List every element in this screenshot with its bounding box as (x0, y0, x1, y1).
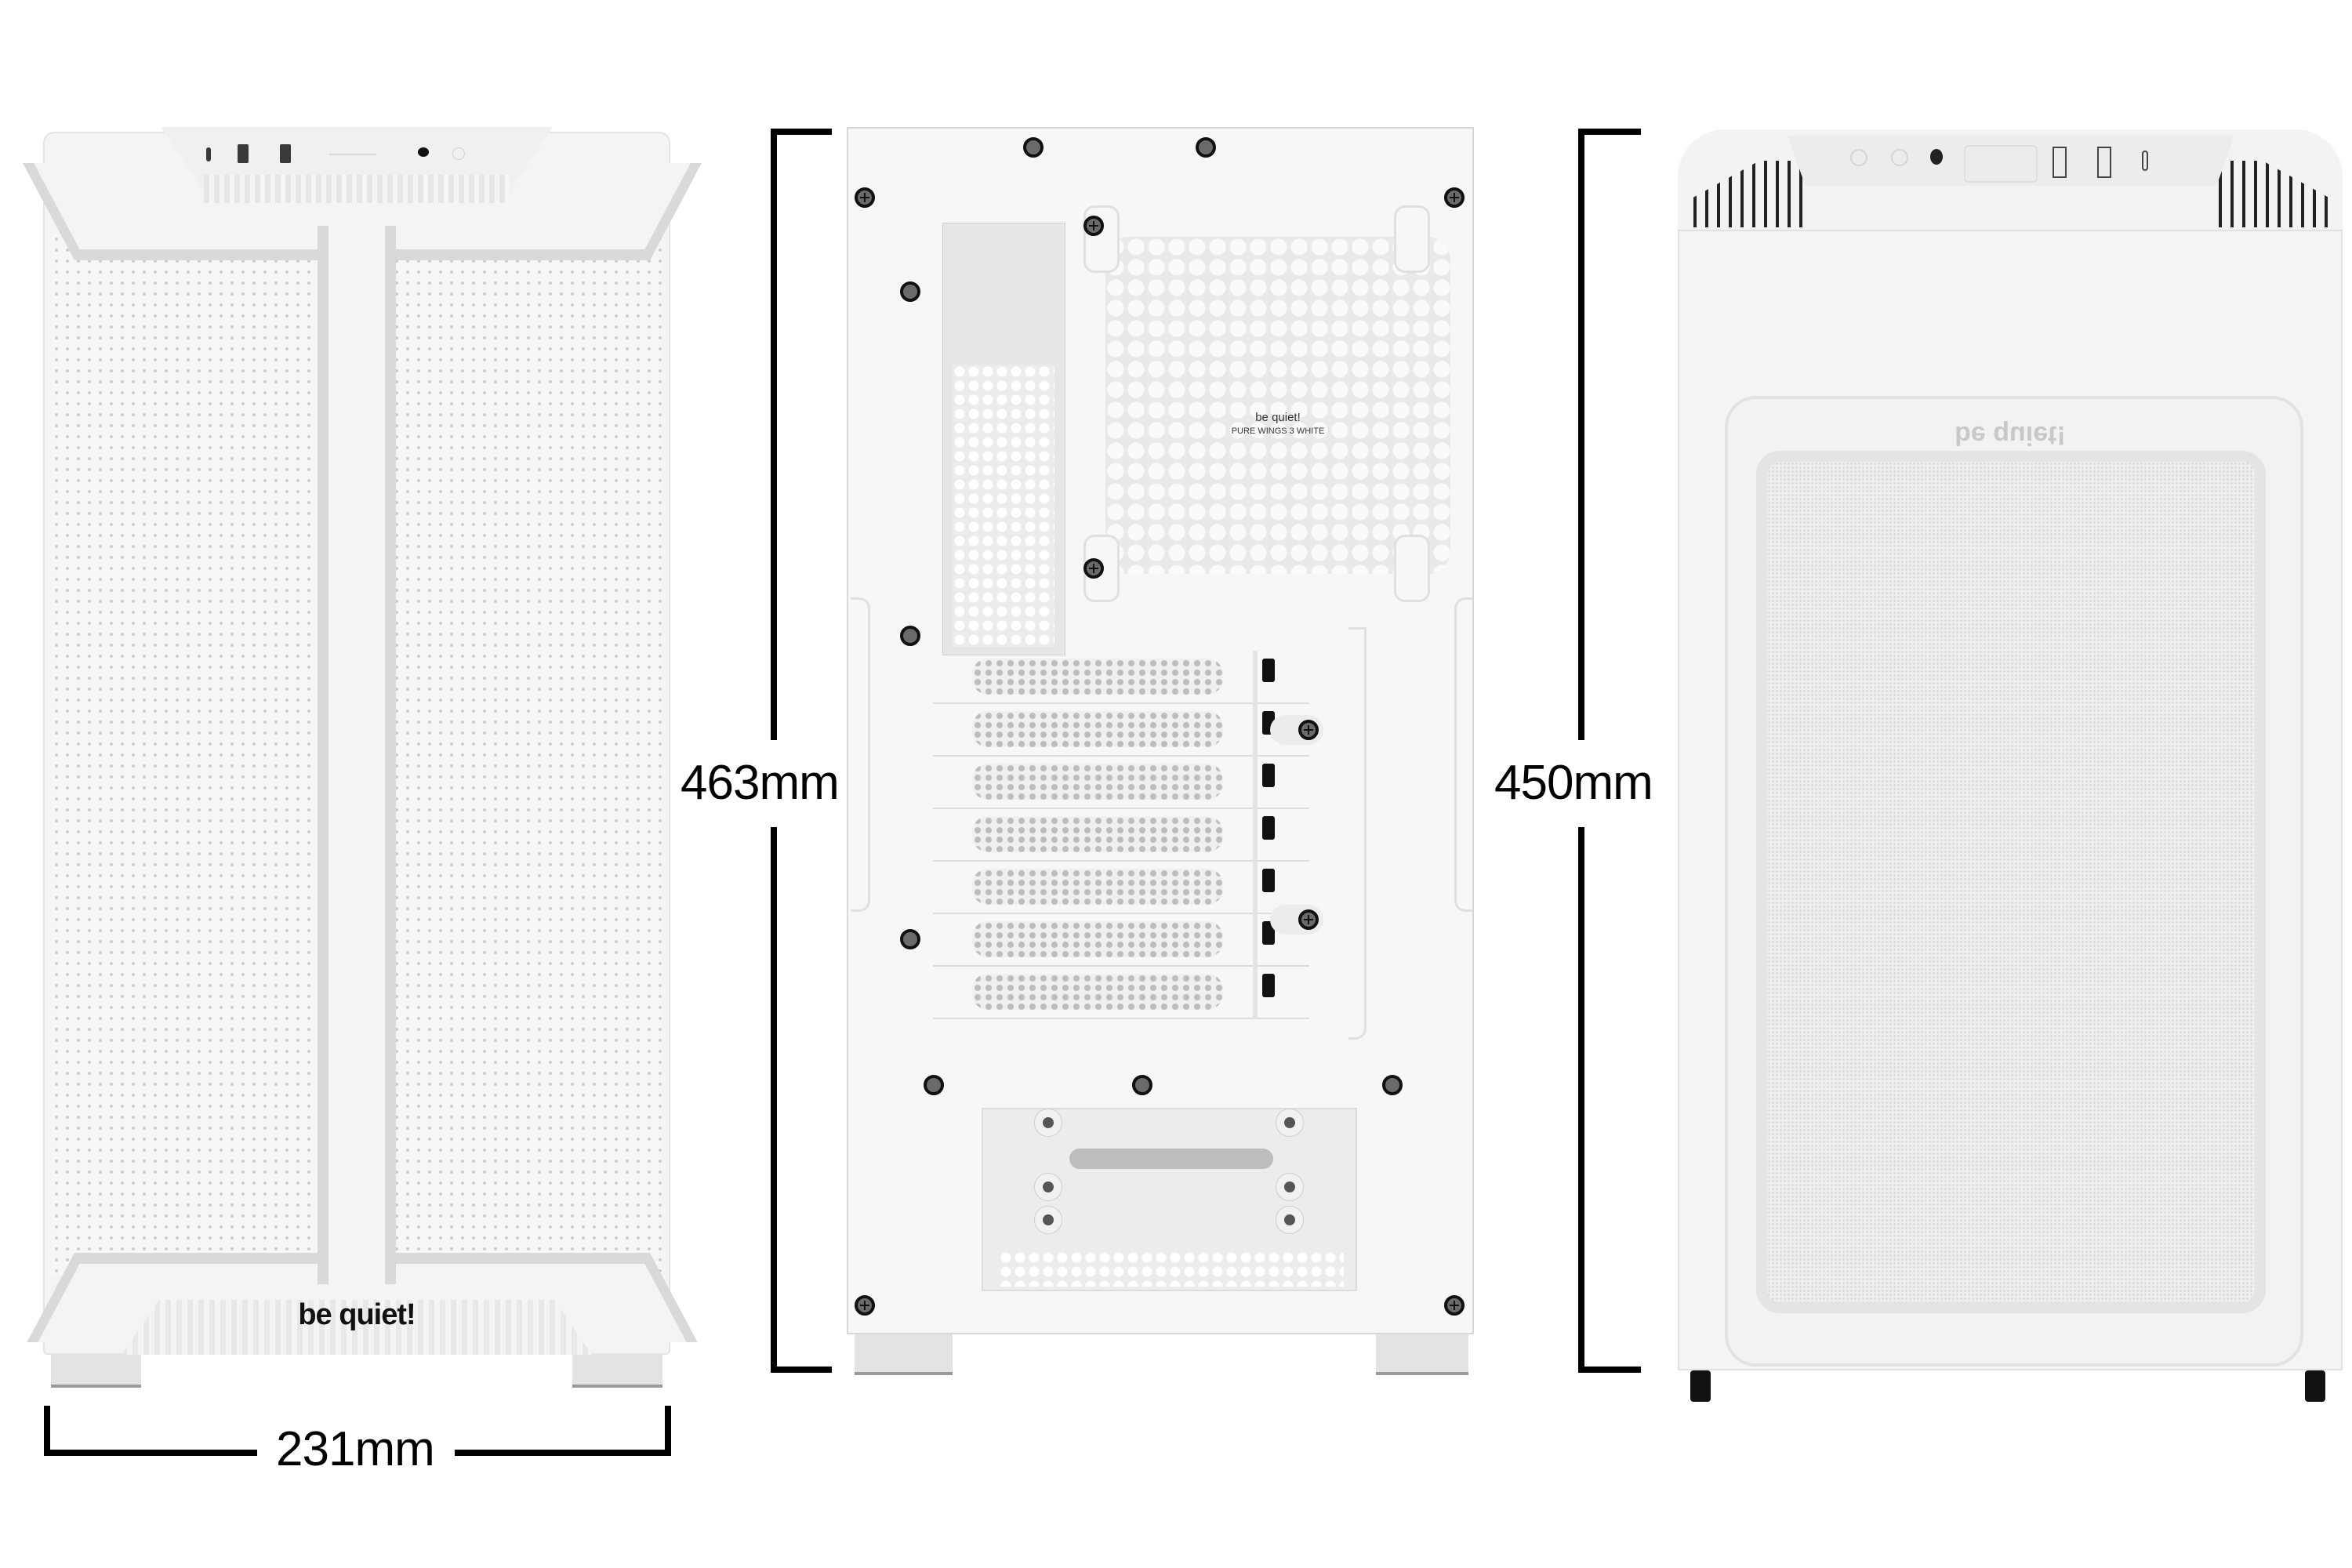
usb-a-port-icon (238, 144, 249, 163)
rear-view: be quiet! PURE WINGS 3 WHITE (847, 127, 1482, 1381)
front-top-vents (204, 175, 510, 203)
case-foot (572, 1355, 662, 1388)
screw-icon (924, 1075, 944, 1095)
case-foot (1690, 1370, 1711, 1402)
brand-logo: be quiet! (298, 1298, 416, 1331)
power-button-icon (1930, 149, 1943, 165)
fan-screw-icon (1083, 558, 1104, 579)
dimension-bracket-bottom (1578, 1367, 1641, 1373)
pcie-slot-cover (933, 651, 1309, 704)
front-mesh-right (380, 234, 662, 1276)
screw-icon (1023, 137, 1044, 158)
psu-screw-hole (1043, 1214, 1054, 1225)
usb-c-port-icon (206, 147, 211, 162)
case-foot (855, 1334, 953, 1375)
dimension-bracket-top (771, 129, 832, 135)
reset-button-icon (1964, 145, 2038, 183)
psu-vent-grill (999, 1250, 1344, 1287)
pcie-slot-cover (933, 861, 1309, 914)
pcie-slot-cover (933, 966, 1309, 1019)
psu-screw-hole (1284, 1181, 1295, 1192)
dimension-line-right (455, 1450, 671, 1456)
dimension-bracket-right (665, 1406, 671, 1456)
fan-brand-label: be quiet! (1255, 411, 1301, 424)
front-bottom-vents (122, 1300, 592, 1355)
side-rail (851, 597, 870, 912)
usb-a-port-icon (280, 144, 291, 163)
fan-mount-slot (1083, 205, 1120, 273)
side-rail (1454, 597, 1472, 912)
dimension-bracket-left (44, 1406, 50, 1456)
fan-screw-icon (1083, 216, 1104, 236)
pcie-slot-cover (933, 913, 1309, 967)
dimension-line-lower (771, 827, 777, 1373)
thumbscrew-icon (855, 1295, 875, 1316)
screw-icon (900, 626, 920, 646)
usb-a-port-icon (2053, 147, 2067, 178)
led-indicator-icon (1891, 149, 1908, 166)
fan-mount-slot (1394, 205, 1430, 273)
case-foot (2305, 1370, 2325, 1402)
thumbscrew-icon (1444, 1295, 1465, 1316)
led-indicator-icon (452, 147, 465, 160)
side-mesh-window (1756, 451, 2266, 1313)
pcie-slot-cover (933, 756, 1309, 809)
screw-icon (1382, 1075, 1403, 1095)
screw-icon (1132, 1075, 1152, 1095)
side-panel-logo: be quiet! (1955, 420, 2066, 450)
psu-screw-hole (1284, 1214, 1295, 1225)
fan-grill (1105, 237, 1450, 574)
width-label: 231mm (271, 1425, 439, 1474)
internal-bay (942, 223, 1065, 655)
dimension-line-left (44, 1450, 257, 1456)
screw-icon (900, 929, 920, 949)
front-center-spine (318, 226, 396, 1284)
thumbscrew-icon (1444, 187, 1465, 208)
case-foot (1376, 1334, 1468, 1375)
thumbscrew-icon (855, 187, 875, 208)
thumbscrew-icon (1298, 720, 1319, 740)
rear-fan: be quiet! PURE WINGS 3 WHITE (1090, 221, 1466, 590)
psu-screw-hole (1284, 1117, 1295, 1128)
usb-a-port-icon (2097, 147, 2111, 178)
psu-mount (982, 1108, 1357, 1291)
front-mesh-left (51, 234, 333, 1276)
cable-channel (1348, 627, 1367, 1040)
fan-mount-slot (1394, 535, 1430, 602)
screw-icon (900, 281, 920, 302)
usb-c-port-icon (2142, 151, 2148, 171)
dimension-line-lower (1578, 827, 1584, 1373)
psu-screw-hole (1043, 1181, 1054, 1192)
case-foot (51, 1355, 141, 1388)
dimension-bracket-top (1578, 129, 1641, 135)
front-view: be quiet! (23, 127, 702, 1388)
dimension-line-upper (1578, 129, 1584, 740)
led-indicator-icon (1850, 149, 1867, 166)
reset-slot-icon (329, 154, 376, 155)
psu-slot (1069, 1149, 1273, 1169)
dimension-line-upper (771, 129, 777, 740)
bay-vent-grill (953, 365, 1054, 647)
pcie-slot-cover (933, 808, 1309, 862)
pcie-slot-cover (933, 703, 1309, 757)
rear-height-label: 463mm (676, 759, 844, 808)
fan-model-label: PURE WINGS 3 WHITE (1231, 426, 1325, 436)
side-view: be quiet! (1678, 129, 2344, 1415)
side-height-label: 450mm (1490, 759, 1657, 808)
thumbscrew-icon (1298, 909, 1319, 930)
pcie-bracket-rail (1253, 651, 1258, 1019)
dimension-bracket-bottom (771, 1367, 832, 1373)
power-button-icon (418, 147, 429, 157)
screw-icon (1196, 137, 1216, 158)
psu-screw-hole (1043, 1117, 1054, 1128)
